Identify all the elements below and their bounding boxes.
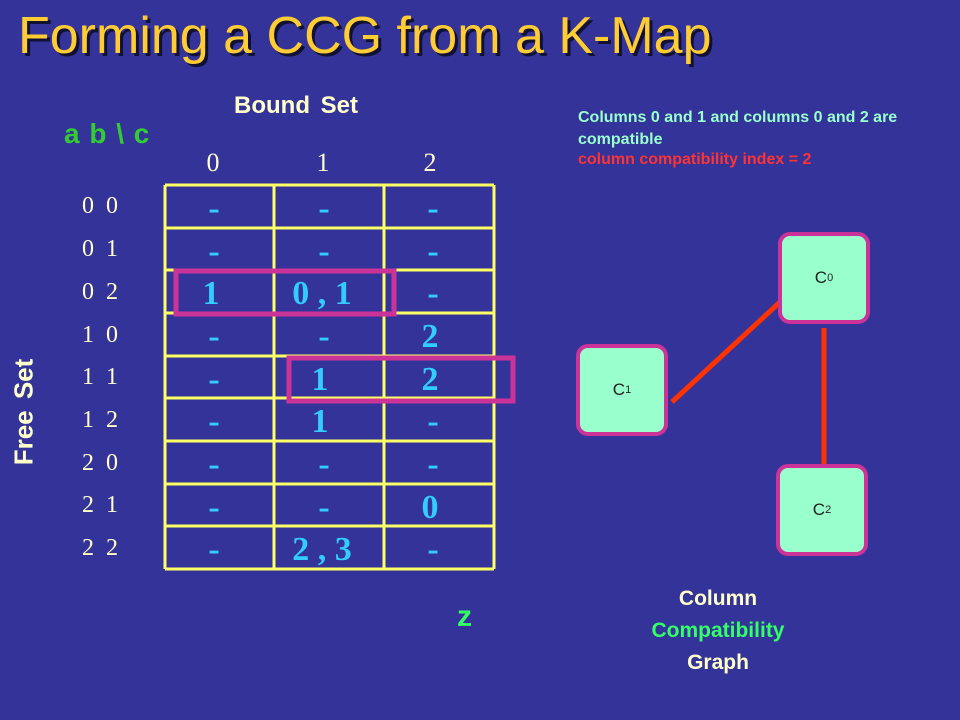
kmap-cell: - <box>208 489 219 526</box>
page-title: Forming a CCG from a K-Map <box>18 7 712 65</box>
kmap-cell: - <box>208 361 219 398</box>
node-label: C <box>612 380 626 399</box>
node-label: C <box>812 500 826 519</box>
kmap-cell: - <box>318 318 329 355</box>
row-label: 2 1 <box>82 492 118 518</box>
kmap-cell: - <box>208 233 219 270</box>
highlight-box-columns-0-1 <box>173 268 397 317</box>
node-subscript: 1 <box>625 384 632 396</box>
row-label: 2 0 <box>82 450 118 476</box>
kmap-cell: - <box>208 318 219 355</box>
kmap-cell: - <box>208 403 219 440</box>
column-header-1: 1 <box>316 148 330 177</box>
compatibility-index: column compatibility index = 2 <box>578 151 812 168</box>
node-subscript: 2 <box>825 504 832 516</box>
graph-caption-line3: Graph <box>687 651 749 674</box>
kmap-cell: - <box>427 275 438 312</box>
row-label: 0 0 <box>82 193 118 219</box>
kmap-cell: - <box>208 190 219 227</box>
kmap-cell: - <box>318 190 329 227</box>
row-label: 1 2 <box>82 407 118 433</box>
row-label: 1 1 <box>82 364 118 390</box>
kmap-cell: - <box>318 489 329 526</box>
kmap-cell: 2 <box>422 361 439 398</box>
compatibility-note: Columns 0 and 1 and columns 0 and 2 are … <box>578 109 898 148</box>
graph-caption-line1: Column <box>678 587 758 610</box>
row-label: 1 0 <box>82 322 118 348</box>
kmap-cell: 0 <box>422 489 439 526</box>
column-header-0: 0 <box>206 148 220 177</box>
kmap-cell: - <box>208 446 219 483</box>
kmap-cell: 0 , 1 <box>292 275 352 312</box>
kmap-cell: 1 <box>203 275 220 312</box>
kmap-cell: - <box>427 233 438 270</box>
node-subscript: 0 <box>827 272 834 284</box>
kmap-cell: 2 <box>422 318 439 355</box>
kmap-cell: - <box>208 531 219 568</box>
kmap-cell: - <box>427 446 438 483</box>
graph-caption-line2: Compatibility <box>651 619 785 642</box>
node-label: C <box>814 268 828 287</box>
row-label: 2 2 <box>82 535 118 561</box>
kmap-cell: 1 <box>312 361 329 398</box>
kmap-cell: 1 <box>312 403 329 440</box>
output-label: z <box>457 600 472 633</box>
kmap-cell: - <box>427 531 438 568</box>
highlight-box-columns-1-2 <box>286 355 516 404</box>
kmap-cell: 2 , 3 <box>292 531 352 568</box>
kmap-cell: - <box>318 446 329 483</box>
kmap-cell: - <box>427 190 438 227</box>
kmap-cells: - - - - - - 1 0 , 1 - - - 2 - 1 2 - 1 - … <box>203 190 439 568</box>
variables-label: a b \ c <box>64 118 150 149</box>
kmap-cell: - <box>427 403 438 440</box>
bound-set-label: Bound Set <box>234 92 358 119</box>
row-label: 0 1 <box>82 236 118 262</box>
kmap-cell: - <box>318 233 329 270</box>
column-header-2: 2 <box>423 148 437 177</box>
ccg-edge-c0-c1 <box>670 300 782 404</box>
row-label: 0 2 <box>82 279 118 305</box>
